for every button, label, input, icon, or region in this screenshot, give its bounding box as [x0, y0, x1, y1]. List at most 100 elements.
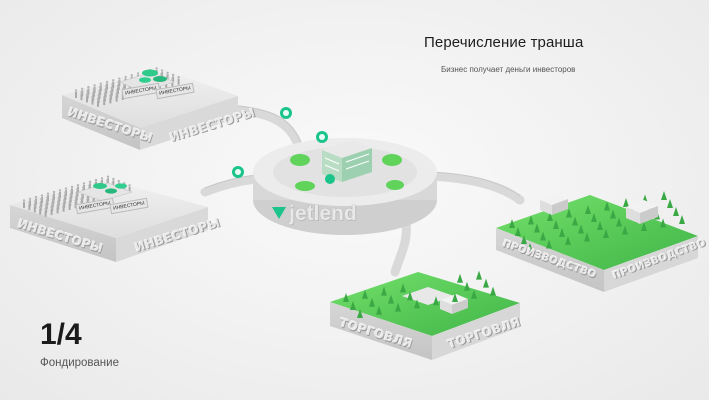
person-figure	[112, 79, 115, 82]
person-figure	[56, 204, 59, 208]
person-figure	[118, 77, 121, 80]
tree	[457, 273, 463, 283]
person-figure	[69, 193, 73, 196]
tree	[584, 232, 590, 242]
person-figure	[75, 195, 78, 199]
person-figure	[115, 93, 118, 96]
person-figure	[92, 88, 96, 91]
person-figure	[111, 181, 115, 184]
jetlend-logo-icon	[272, 207, 286, 219]
central-hub	[253, 138, 437, 235]
person-figure	[46, 192, 50, 195]
person-figure	[39, 202, 42, 205]
person-figure	[40, 194, 44, 197]
tree	[547, 212, 553, 221]
tree	[622, 225, 628, 235]
person-figure	[92, 92, 95, 95]
tree	[527, 243, 533, 252]
person-figure	[177, 76, 180, 79]
person-figure	[80, 91, 83, 94]
person-figure	[45, 204, 48, 207]
person-figure	[177, 78, 180, 85]
coin-markers	[232, 107, 335, 184]
person-figure	[136, 72, 140, 75]
person-figure	[86, 196, 89, 199]
tree	[515, 227, 521, 236]
person-figure	[82, 182, 86, 185]
person-figure	[124, 75, 127, 79]
person-figure	[117, 81, 120, 84]
person-figure	[97, 94, 100, 97]
person-figure	[62, 199, 66, 202]
tree	[509, 219, 515, 228]
tree	[376, 305, 382, 315]
road-production	[425, 171, 525, 205]
person-figure	[103, 92, 107, 95]
coin-icon	[280, 107, 292, 119]
person-figure	[64, 187, 68, 190]
person-figure	[63, 195, 66, 198]
person-figure	[165, 82, 168, 89]
person-figure	[160, 73, 163, 76]
tree	[528, 215, 534, 225]
coin-icon	[316, 131, 328, 143]
person-figure	[81, 194, 84, 197]
person-figure	[130, 74, 133, 77]
person-figure	[40, 198, 43, 201]
person-figure	[28, 201, 31, 204]
tree	[610, 209, 616, 219]
person-figure	[116, 89, 119, 92]
person-figure	[106, 179, 109, 182]
tree	[616, 217, 622, 227]
tree	[604, 201, 610, 211]
person-figure	[171, 73, 175, 77]
tree	[546, 239, 552, 249]
platform-investors-bottom	[10, 175, 208, 262]
person-figure	[70, 185, 74, 189]
person-figure	[98, 90, 101, 93]
coins-stack-icon	[93, 183, 127, 194]
person-figure	[110, 86, 114, 90]
person-figure	[22, 199, 26, 202]
person-figure	[87, 85, 90, 89]
person-figure	[116, 85, 120, 88]
brand-name: jetlend	[289, 202, 357, 225]
person-figure	[64, 191, 67, 194]
tree	[566, 208, 572, 218]
hub-greenery	[290, 154, 404, 191]
person-figure	[46, 196, 49, 199]
person-figure	[104, 88, 107, 92]
tree	[350, 301, 356, 310]
person-figure	[171, 80, 174, 87]
tree	[343, 293, 349, 302]
leaf-icon	[325, 174, 335, 184]
person-figure	[33, 203, 36, 207]
tree	[553, 220, 559, 229]
person-figure	[98, 86, 102, 89]
person-figure	[128, 187, 131, 193]
tree	[673, 207, 679, 216]
tree	[661, 191, 667, 200]
person-figure	[75, 92, 77, 98]
person-figure	[28, 197, 32, 200]
tree	[534, 223, 540, 233]
tree	[660, 218, 666, 228]
person-figure	[165, 75, 169, 78]
factory-building	[540, 194, 658, 224]
person-figure	[57, 196, 60, 200]
tree	[464, 281, 470, 291]
person-figure	[74, 199, 77, 202]
person-figure	[115, 95, 118, 102]
tree	[381, 286, 387, 296]
tree	[395, 302, 401, 312]
tree	[521, 235, 527, 244]
person-figure	[159, 83, 161, 90]
person-figure	[80, 94, 83, 101]
tree	[471, 289, 477, 299]
person-figure	[69, 197, 72, 200]
tree	[597, 221, 603, 230]
person-figure	[160, 69, 164, 72]
tree	[585, 205, 591, 214]
person-figure	[91, 98, 94, 105]
